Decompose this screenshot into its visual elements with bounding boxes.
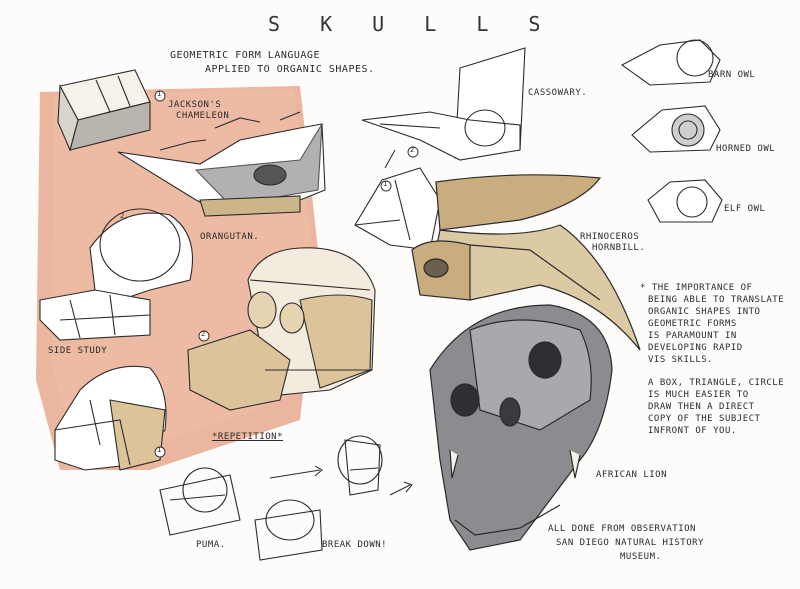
label-horned-owl: Horned owl — [716, 144, 776, 154]
note-line: is paramount in — [648, 331, 737, 341]
orangutan-wire-skull — [39, 208, 194, 341]
note-line: copy of the subject — [648, 414, 761, 424]
subtitle-line-2: applied to organic shapes. — [205, 64, 375, 75]
step-number: 2 — [201, 330, 206, 338]
label-barn-owl: Barn owl — [708, 70, 756, 80]
label-cassowary: Cassowary. — [528, 88, 588, 98]
step-number: 2 — [120, 212, 125, 220]
note-line: organic shapes into — [648, 307, 761, 317]
note-line: vis skills. — [648, 355, 714, 365]
step-number: 2 — [410, 146, 415, 154]
note-line: draw then a direct — [648, 402, 755, 412]
note-line: Museum. — [620, 552, 662, 562]
note-line: geometric forms — [648, 319, 737, 329]
step-number: 1 — [157, 446, 162, 454]
note-line: All done from observation — [548, 524, 696, 534]
rhinoceros-hornbill-skull — [411, 174, 641, 351]
note-line: being able to translate — [648, 295, 785, 305]
label-hornbill-line-1: Rhinoceros — [580, 232, 640, 242]
note-line: San Diego Natural History — [556, 538, 704, 548]
puma-box-skull — [54, 365, 167, 471]
african-lion-skull — [429, 304, 613, 551]
label-orangutan: Orangutan. — [200, 232, 260, 242]
page-title: S K U L L S — [268, 12, 555, 36]
label-chameleon-line-2: Chameleon — [176, 111, 230, 121]
chameleon-skull — [117, 111, 326, 217]
step-number: 1 — [383, 180, 388, 188]
chameleon-box-sketch — [57, 69, 151, 152]
label-african-lion: African lion — [596, 470, 668, 480]
note-line: developing rapid — [648, 343, 743, 353]
puma-breakdown-skull-2 — [254, 499, 323, 561]
note-line: * The importance of — [640, 283, 753, 293]
note-line: A box, triangle, circle — [648, 378, 785, 388]
step-marker-circles — [154, 90, 419, 458]
puma-breakdown-skull-3 — [337, 435, 383, 496]
note-line: is much easier to — [648, 390, 749, 400]
label-hornbill-line-2: Hornbill. — [592, 243, 646, 253]
hornbill-wire-skull — [354, 167, 441, 251]
cassowary-skull — [361, 47, 526, 161]
label-chameleon-line-1: Jackson's — [168, 100, 222, 110]
subtitle-line-1: Geometric form language — [170, 50, 320, 61]
note-line: infront of you. — [648, 426, 737, 436]
label-puma: Puma. — [196, 540, 226, 550]
barn-owl-skull — [620, 39, 721, 86]
step-number: 1 — [157, 90, 162, 98]
elf-owl-skull — [647, 179, 723, 223]
label-side-study: Side study — [48, 346, 108, 356]
puma-breakdown-skull-1 — [159, 467, 241, 536]
label-breakdown: Break down! — [322, 540, 388, 550]
label-elf-owl: Elf owl — [724, 204, 766, 214]
orangutan-shaded-skull — [187, 247, 376, 411]
horned-owl-skull — [631, 105, 721, 153]
label-repetition: *Repetition* — [212, 432, 284, 442]
